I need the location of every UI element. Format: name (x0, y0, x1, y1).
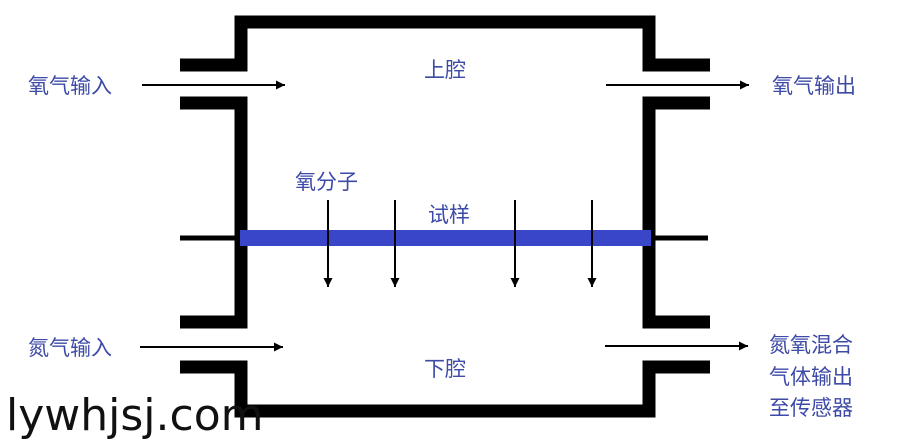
mixed-outlet-label-line2: 气体输出 (769, 365, 853, 389)
watermark: lywhjsj.com (6, 390, 264, 441)
lower-chamber-wall (180, 360, 710, 418)
permeation-arrows (323, 200, 597, 287)
flow-arrows (140, 80, 749, 352)
oxygen-molecule-label: 氧分子 (295, 170, 358, 194)
sample-film (240, 230, 651, 246)
mixed-outlet-label-line3: 至传感器 (769, 396, 853, 420)
right-wall-middle (642, 96, 710, 329)
oxygen-outlet-label: 氧气输出 (772, 74, 856, 98)
mixed-outlet-label-line1: 氮氧混合 (769, 333, 853, 357)
sample-label: 试样 (428, 203, 470, 227)
upper-chamber-wall (180, 15, 710, 72)
lower-chamber-label: 下腔 (424, 357, 466, 381)
upper-chamber-label: 上腔 (424, 58, 466, 82)
chamber-walls (180, 15, 710, 418)
oxygen-inlet-label: 氧气输入 (28, 74, 112, 98)
left-wall-middle (180, 96, 248, 329)
nitrogen-inlet-label: 氮气输入 (28, 336, 112, 360)
